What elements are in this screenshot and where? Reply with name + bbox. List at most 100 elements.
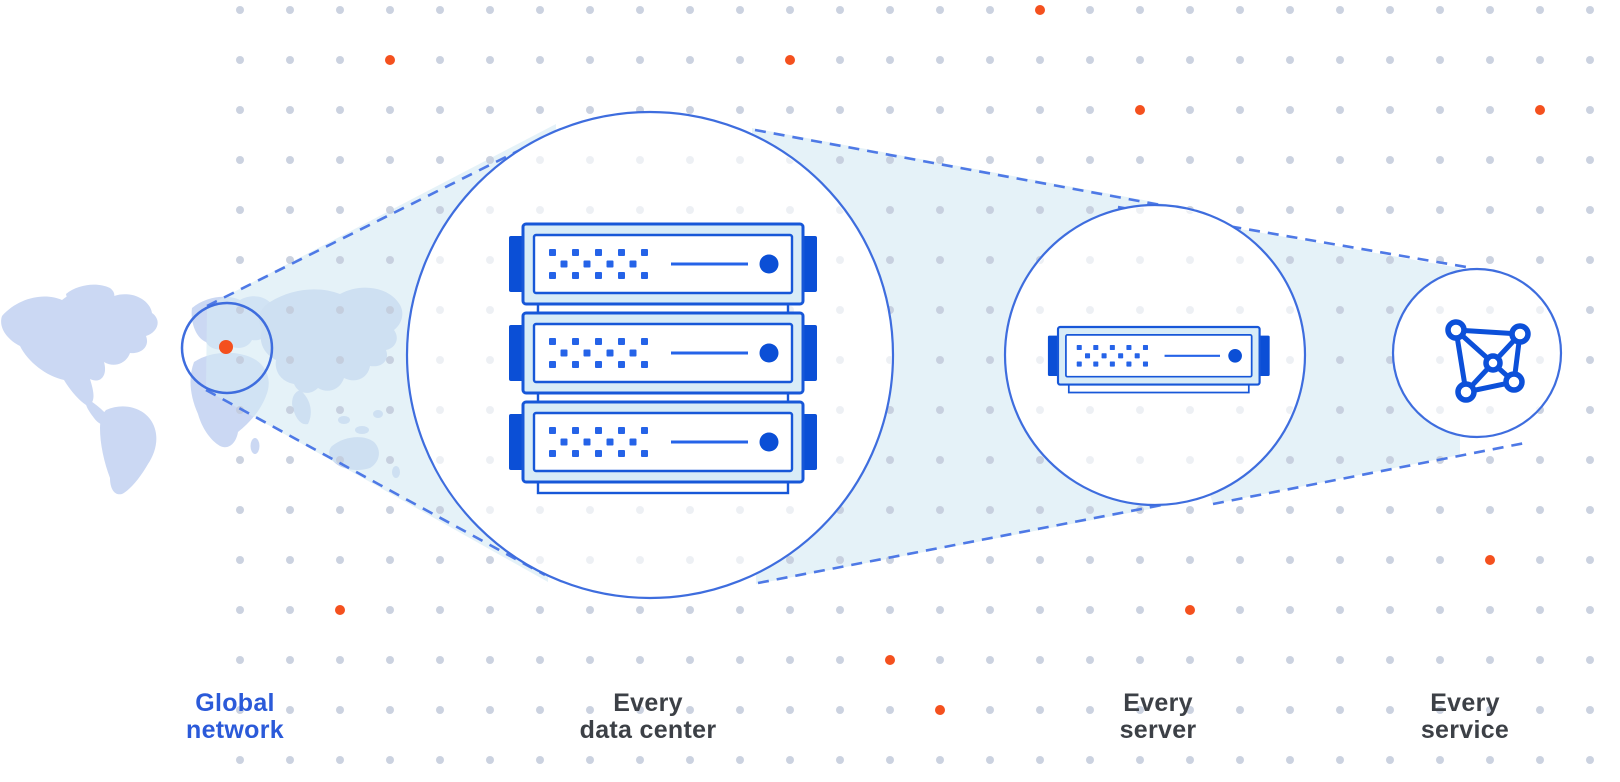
grid-dot — [1036, 156, 1044, 164]
grid-dot — [1286, 756, 1294, 764]
grid-dot — [986, 456, 994, 464]
grid-dot — [786, 706, 794, 714]
grid-dot — [836, 106, 844, 114]
grid-dot — [536, 706, 544, 714]
server-unit-1 — [507, 222, 819, 317]
grid-dot — [1486, 606, 1494, 614]
grid-dot — [1436, 706, 1444, 714]
dashed-line — [206, 134, 549, 308]
grid-dot — [1336, 556, 1344, 564]
grid-dot — [236, 656, 244, 664]
grid-dot — [436, 156, 444, 164]
grid-dot — [486, 56, 494, 64]
grid-dot — [936, 356, 944, 364]
grid-dot — [1486, 156, 1494, 164]
grid-dot — [236, 306, 244, 314]
grid-dot — [1186, 6, 1194, 14]
grid-dot — [486, 756, 494, 764]
grid-dot — [1336, 206, 1344, 214]
grid-dot — [386, 756, 394, 764]
grid-dot — [936, 506, 944, 514]
grid-dot — [936, 6, 944, 14]
grid-dot — [1536, 56, 1544, 64]
grid-dot — [336, 256, 344, 264]
grid-dot — [386, 6, 394, 14]
grid-dot — [1336, 606, 1344, 614]
grid-dot — [1236, 756, 1244, 764]
grid-dot — [886, 56, 894, 64]
grid-dot — [336, 206, 344, 214]
grid-dot — [1436, 606, 1444, 614]
grid-dot — [1536, 6, 1544, 14]
grid-dot — [236, 256, 244, 264]
grid-dot — [736, 656, 744, 664]
grid-dot — [936, 206, 944, 214]
grid-dot — [586, 656, 594, 664]
grid-dot — [986, 6, 994, 14]
grid-dot — [286, 506, 294, 514]
grid-dot — [436, 656, 444, 664]
grid-dot — [586, 106, 594, 114]
grid-dot — [1436, 6, 1444, 14]
grid-dot — [836, 606, 844, 614]
grid-dot — [1136, 56, 1144, 64]
grid-dot — [386, 556, 394, 564]
server-unit-2 — [507, 311, 819, 406]
grid-dot — [1536, 606, 1544, 614]
grid-dot — [736, 56, 744, 64]
grid-dot — [1086, 706, 1094, 714]
grid-dot — [986, 306, 994, 314]
grid-dot — [1036, 656, 1044, 664]
grid-dot — [586, 606, 594, 614]
grid-dot — [1036, 506, 1044, 514]
grid-dot — [1186, 156, 1194, 164]
grid-dot — [1436, 506, 1444, 514]
grid-dot — [1536, 506, 1544, 514]
grid-dot — [886, 206, 894, 214]
grid-dot — [1286, 156, 1294, 164]
label-global-network-line2: network — [186, 716, 284, 744]
grid-dot — [1136, 756, 1144, 764]
grid-dot — [336, 756, 344, 764]
grid-dot — [1286, 706, 1294, 714]
dashed-line — [1212, 440, 1531, 506]
grid-dot — [1236, 206, 1244, 214]
grid-dot — [986, 756, 994, 764]
grid-dot — [586, 706, 594, 714]
grid-dot — [1036, 606, 1044, 614]
grid-dot — [836, 656, 844, 664]
grid-dot — [1236, 156, 1244, 164]
grid-dot — [936, 606, 944, 614]
grid-dot — [686, 56, 694, 64]
server-circle-outline — [1003, 203, 1307, 507]
grid-dot — [1236, 506, 1244, 514]
grid-dot — [1436, 106, 1444, 114]
grid-dot — [1286, 606, 1294, 614]
grid-dot — [336, 106, 344, 114]
label-every-service-line1: Every — [1430, 689, 1500, 717]
network-mesh-icon — [1445, 319, 1531, 403]
mesh-node — [1455, 381, 1477, 403]
grid-dot — [1336, 756, 1344, 764]
grid-dot — [536, 756, 544, 764]
grid-dot — [736, 756, 744, 764]
server-stack-icon — [507, 222, 819, 495]
grid-dot — [936, 256, 944, 264]
grid-dot — [1236, 706, 1244, 714]
grid-dot — [936, 456, 944, 464]
grid-dot — [286, 406, 294, 414]
grid-dot — [486, 106, 494, 114]
label-global-network-line1: Global — [195, 689, 275, 717]
grid-dot — [386, 256, 394, 264]
grid-dot — [436, 606, 444, 614]
grid-dot — [236, 456, 244, 464]
grid-dot — [1386, 706, 1394, 714]
grid-dot — [886, 606, 894, 614]
grid-dot — [1486, 656, 1494, 664]
grid-dot — [1236, 6, 1244, 14]
grid-dot — [1586, 356, 1594, 364]
grid-dot — [936, 656, 944, 664]
grid-dot — [286, 206, 294, 214]
grid-dot — [286, 156, 294, 164]
grid-dot — [236, 6, 244, 14]
